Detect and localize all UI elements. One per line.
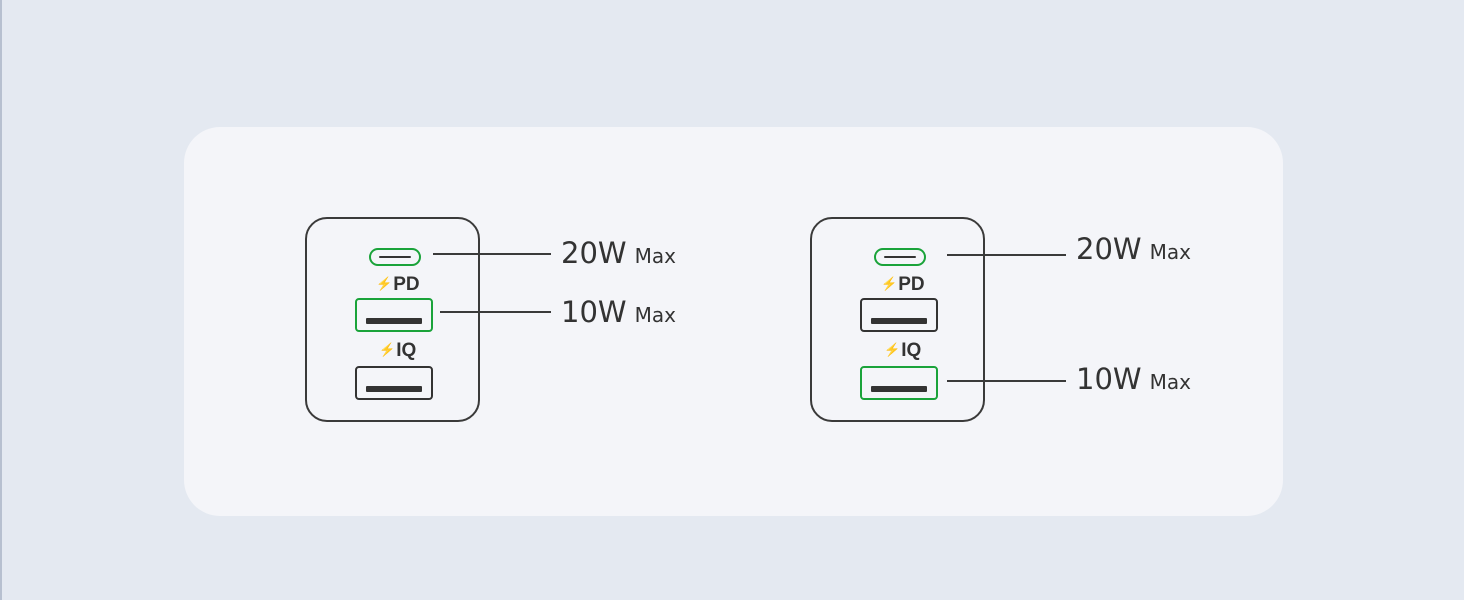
usb-c-port-icon: [874, 248, 926, 266]
iq-label: ⚡IQ: [884, 340, 922, 361]
callout-line: [947, 380, 1066, 382]
charger-body: ⚡PD ⚡IQ: [810, 217, 985, 422]
usb-a-port-top-icon: [355, 298, 433, 332]
callout-line: [440, 311, 551, 313]
page-edge-divider: [0, 0, 2, 600]
usb-a-port-bottom-icon: [860, 366, 938, 400]
callout-line: [947, 254, 1066, 256]
bolt-icon: ⚡: [379, 342, 396, 357]
usb-c-port-icon: [369, 248, 421, 266]
bolt-icon: ⚡: [376, 276, 393, 291]
bolt-icon: ⚡: [884, 342, 901, 357]
usb-a-port-top-icon: [860, 298, 938, 332]
pd-label: ⚡PD: [376, 274, 420, 295]
callout-line: [433, 253, 551, 255]
bolt-icon: ⚡: [881, 276, 898, 291]
iq-label: ⚡IQ: [379, 340, 417, 361]
charger-body: ⚡PD ⚡IQ: [305, 217, 480, 422]
pd-label: ⚡PD: [881, 274, 925, 295]
usb-a-port-bottom-icon: [355, 366, 433, 400]
